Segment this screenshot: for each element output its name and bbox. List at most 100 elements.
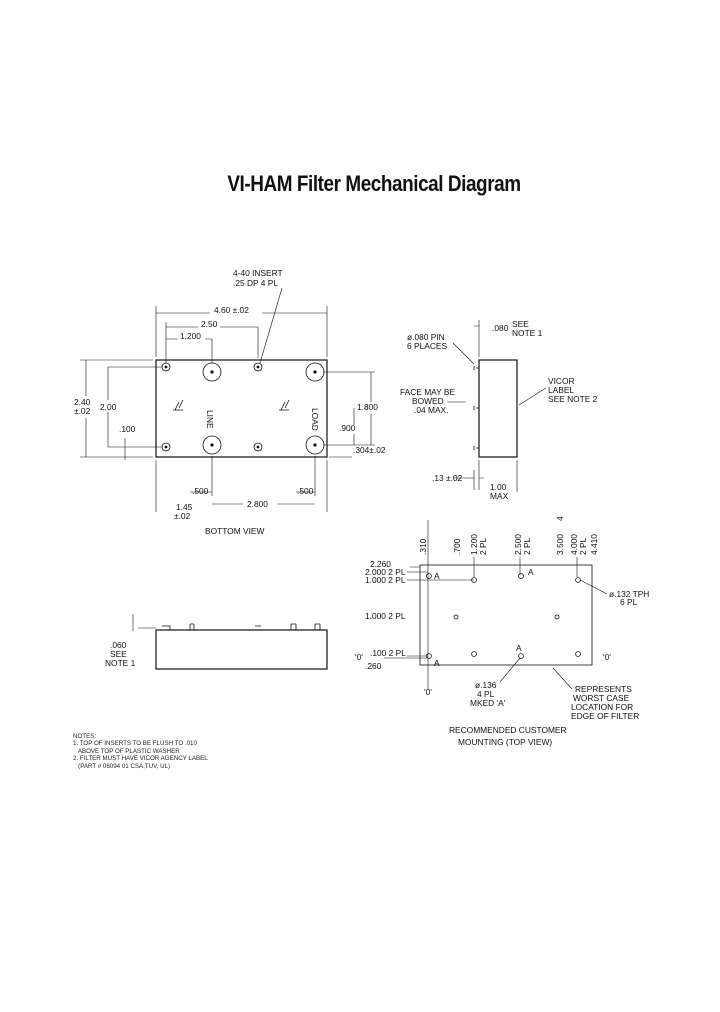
note-2b: (PART # 06094 01 CSA,TUV, UL) xyxy=(73,762,171,770)
face-label-2: BOWED xyxy=(412,396,444,406)
front-dim-060: .060 xyxy=(110,640,127,650)
top-dim-1200: 1.200 xyxy=(469,534,479,555)
hole-label-1: ø.136 xyxy=(475,680,497,690)
face-label-1: FACE MAY BE xyxy=(400,387,455,397)
tph-label-2: 6 PL xyxy=(620,597,638,607)
bottom-view-caption: BOTTOM VIEW xyxy=(205,526,264,536)
front-view: .060 SEE NOTE 1 xyxy=(105,614,328,670)
insert-label-1: 4-40 INSERT xyxy=(233,268,283,278)
page-title: VI-HAM Filter Mechanical Diagram xyxy=(227,171,521,196)
hole-leader xyxy=(499,657,521,683)
left-dim-lines xyxy=(407,566,474,657)
dim-900: .900 xyxy=(339,423,356,433)
top-dim-4000-pl: 2 PL xyxy=(578,537,588,555)
pin-label-2: 6 PLACES xyxy=(407,341,447,351)
rep-label-3: LOCATION FOR xyxy=(571,702,633,712)
side-body-outline xyxy=(478,359,518,458)
top-dim-700: .700 xyxy=(452,538,462,555)
dim-1800-line xyxy=(323,371,375,446)
dim-200: 2.00 xyxy=(100,402,117,412)
see-label-2: NOTE 1 xyxy=(512,328,543,338)
dim-1000a: 1.000 2 PL xyxy=(365,575,406,585)
top-dim-lines xyxy=(473,557,578,577)
rep-leader xyxy=(552,667,573,690)
width-dim: 4.60 ±.02 xyxy=(214,305,249,315)
top-dim-2500: 2.500 xyxy=(513,534,523,555)
tph-leader xyxy=(579,579,608,595)
front-body-outline xyxy=(155,629,328,670)
dim-250: 2.50 xyxy=(201,319,218,329)
marker-a-br: A xyxy=(516,643,522,653)
dim-500-left: .500 xyxy=(192,486,209,496)
vicor-leader xyxy=(518,387,547,406)
insert-leader xyxy=(259,287,283,364)
mounting-holes xyxy=(426,573,581,659)
dim-145-tol: ±.02 xyxy=(174,511,191,521)
dim-1200: 1.200 xyxy=(180,331,201,341)
dim-13: .13 ±.02 xyxy=(432,473,463,483)
dim-260: .260 xyxy=(365,661,382,671)
dim-1000b: 1.000 2 PL xyxy=(365,611,406,621)
mounting-caption-1: RECOMMENDED CUSTOMER xyxy=(449,725,567,735)
dim-100-2pl: .100 2 PL xyxy=(370,648,406,658)
mount-hole-ml xyxy=(453,614,459,620)
insert-label-2: .25 DP 4 PL xyxy=(233,278,278,288)
marker-a-tr: A xyxy=(528,567,534,577)
dim-2260: 2.260 xyxy=(370,559,391,569)
see-label-1: SEE xyxy=(512,319,529,329)
bottom-view: LINE LOAD 4-40 INSERT .25 DP 4 PL 4.60 ±… xyxy=(74,268,386,536)
mount-hole-br xyxy=(518,653,524,659)
dim-1800: 1.800 xyxy=(357,402,378,412)
mounting-top-dims: .310 .700 1.200 2 PL 2.500 2 PL 3.500 4 … xyxy=(418,516,599,577)
hole-label-2: 4 PL xyxy=(477,689,495,699)
pin-label-1: ø.080 PIN xyxy=(407,332,445,342)
rep-label-4: EDGE OF FILTER xyxy=(571,711,639,721)
front-pins xyxy=(162,623,321,630)
mounting-view: .310 .700 1.200 2 PL 2.500 2 PL 3.500 4 … xyxy=(355,516,649,747)
front-see-2: NOTE 1 xyxy=(105,658,136,668)
load-label: LOAD xyxy=(310,408,320,431)
dim-145: 1.45 xyxy=(176,502,193,512)
top-dim-4000: 4.000 xyxy=(569,534,579,555)
front-dim-line xyxy=(132,614,156,631)
height-dim-tol: ±.02 xyxy=(74,406,91,416)
dim-304: .304±.02 xyxy=(353,445,386,455)
hole-label-3: MKED 'A' xyxy=(470,698,506,708)
top-dim-2500-pl: 2 PL xyxy=(522,537,532,555)
top-dim-3500: 3.500 xyxy=(555,534,565,555)
marker-a-bl: A xyxy=(434,658,440,668)
dim-1200-line xyxy=(166,338,213,363)
note-1a: 1. TOP OF INSERTS TO BE FLUSH TO .010 xyxy=(73,740,197,748)
rep-label-2: WORST CASE xyxy=(573,693,630,703)
dim-080: .080 xyxy=(492,323,509,333)
top-dim-3500-pl: 4 xyxy=(555,516,565,521)
vicor-label-3: SEE NOTE 2 xyxy=(548,394,598,404)
top-dim-310: .310 xyxy=(418,538,428,555)
dim-200-line xyxy=(107,366,162,448)
dim-100-max-1: 1.00 xyxy=(490,482,507,492)
mount-hole-bl xyxy=(426,653,432,659)
dim-250-line xyxy=(165,322,259,363)
tph-label-1: ø.132 TPH xyxy=(609,589,649,599)
height-dim-line xyxy=(80,359,153,458)
insert-holes xyxy=(161,362,263,452)
side-view: ø.080 PIN 6 PLACES .080 SEE NOTE 1 FACE … xyxy=(400,319,598,501)
vicor-label-2: LABEL xyxy=(548,385,574,395)
dim-500-right: .500 xyxy=(297,486,314,496)
bottom-dim-lines xyxy=(155,456,328,512)
mount-hole-bfr xyxy=(575,651,581,657)
dim-2000: 2.000 2 PL xyxy=(365,567,406,577)
zero-bottom: '0' xyxy=(424,687,432,697)
face-label-3: .04 MAX. xyxy=(414,405,448,415)
mount-hole-bm xyxy=(471,651,477,657)
rep-label-1: REPRESENTS xyxy=(575,684,632,694)
mount-hole-tfr xyxy=(575,577,581,583)
mounting-outline xyxy=(419,564,593,666)
top-dim-1200-pl: 2 PL xyxy=(478,537,488,555)
side-bottom-dim-lines xyxy=(453,460,518,492)
front-see-1: SEE xyxy=(110,649,127,659)
line-label: LINE xyxy=(205,410,215,429)
notes-block: NOTES: 1. TOP OF INSERTS TO BE FLUSH TO … xyxy=(73,733,208,770)
note-2a: 2. FILTER MUST HAVE VICOR AGENCY LABEL xyxy=(73,755,208,763)
